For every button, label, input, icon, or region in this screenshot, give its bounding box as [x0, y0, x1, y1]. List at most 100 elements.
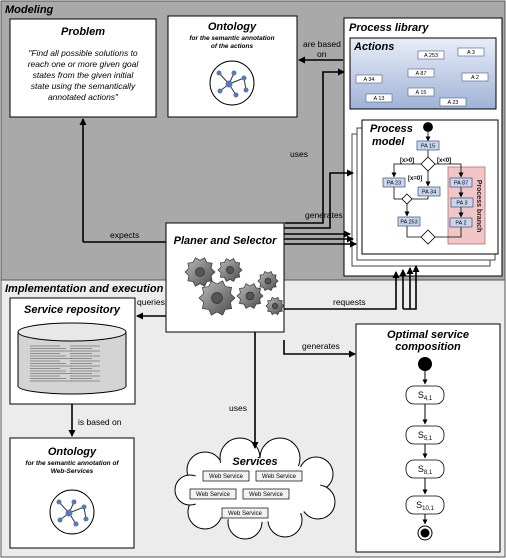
process-activity: PA 23	[382, 177, 406, 188]
gears-icon	[184, 257, 285, 316]
action-item: A 2	[461, 72, 489, 82]
label-is-based-on: is based on	[78, 417, 122, 427]
activity-label: PA 23	[387, 181, 401, 187]
label-queries: queries	[137, 297, 165, 307]
process-model-title-2: model	[372, 136, 405, 148]
label-uses-top: uses	[290, 149, 308, 159]
condition-eq-label: [x=0]	[408, 176, 422, 182]
process-library-title: Process library	[349, 22, 429, 34]
problem-line-5: annotated actions"	[48, 92, 119, 102]
problem-line-2: reach one or more given goal	[28, 59, 140, 69]
condition-lt-label: [x<0]	[437, 158, 451, 164]
ontology-bottom-box: Ontology for the semantic annotation of …	[9, 437, 135, 549]
web-service-label: Web Service	[196, 492, 231, 498]
ontology-top-box: Ontology for the semantic annotation of …	[167, 15, 298, 118]
modeling-section-title: Modeling	[5, 4, 54, 16]
label-requests: requests	[333, 297, 366, 307]
composition-step: S4,1	[405, 385, 445, 405]
ontology-top-title: Ontology	[208, 21, 257, 33]
action-item: A 23	[439, 97, 467, 107]
ontology-top-subtitle-2: of the actions	[211, 43, 254, 50]
service-repository-box: Service repository	[9, 297, 136, 405]
action-label: A 2	[471, 75, 479, 81]
activity-label: PA 87	[454, 181, 468, 187]
composition-step: S10,1	[405, 495, 445, 515]
web-service-item: Web Service	[202, 470, 250, 482]
web-service-item: Web Service	[189, 488, 237, 500]
action-item: A 15	[407, 87, 435, 97]
label-uses-bottom: uses	[229, 403, 247, 413]
composition-box: Optimal service composition S4,1S5,1S8,1…	[355, 323, 501, 553]
action-label: A 15	[415, 90, 426, 96]
process-activity: PA 3	[450, 197, 474, 208]
activity-label: PA 15	[421, 144, 435, 150]
database-icon	[17, 322, 127, 395]
problem-line-4: state using the semantically	[31, 81, 136, 91]
ontology-network-icon	[209, 60, 255, 106]
action-label: A 23	[447, 100, 458, 106]
activity-label: PA 3	[456, 201, 467, 207]
action-item: A 34	[355, 74, 383, 84]
gear-icon	[184, 257, 216, 287]
implementation-section-title: Implementation and execution	[5, 283, 164, 295]
activity-label: PA 34	[422, 190, 436, 196]
action-item: A 253	[417, 50, 445, 60]
gear-icon	[217, 258, 243, 282]
process-activity: PA 253	[397, 216, 421, 227]
action-label: A 253	[424, 53, 438, 59]
ontology-bottom-subtitle: for the semantic annotation of	[25, 460, 119, 467]
process-activity: PA 2	[449, 217, 473, 228]
composition-end-node	[417, 525, 433, 541]
planner-selector-box: Planer and Selector	[165, 222, 285, 333]
process-model-title-1: Process	[370, 123, 413, 135]
web-service-item: Web Service	[255, 470, 303, 482]
composition-title-2: composition	[395, 341, 461, 353]
gear-icon	[198, 280, 236, 316]
ontology-top-subtitle: for the semantic annotation	[189, 35, 274, 42]
process-model-stack: Process model Process branch PA 15 PA 23 P…	[351, 119, 499, 267]
process-activity: PA 87	[449, 177, 473, 188]
problem-line-3: states from the given initial	[33, 70, 135, 80]
condition-gt-label: [x>0]	[400, 158, 414, 164]
action-item: A 13	[365, 93, 393, 103]
label-generates-top: generates	[305, 210, 343, 220]
web-service-label: Web Service	[249, 492, 284, 498]
planner-title: Planer and Selector	[174, 235, 277, 247]
activity-label: PA 2	[455, 221, 466, 227]
action-label: A 34	[363, 77, 374, 83]
label-generates-bottom: generates	[302, 341, 340, 351]
label-expects: expects	[110, 230, 139, 240]
actions-title: Actions	[353, 41, 394, 53]
gear-icon	[257, 271, 279, 291]
ontology-network-icon-bottom	[49, 489, 95, 535]
composition-start-node	[418, 357, 432, 371]
ontology-bottom-subtitle-2: Web-Services	[51, 468, 94, 475]
label-on: on	[317, 49, 327, 59]
web-service-item: Web Service	[242, 488, 290, 500]
web-service-label: Web Service	[209, 474, 244, 480]
action-item: A 87	[407, 68, 435, 78]
process-activity: PA 34	[417, 186, 441, 197]
final-merge-node	[420, 229, 436, 245]
web-service-label: Web Service	[262, 474, 297, 480]
activity-label: PA 253	[400, 220, 417, 226]
edges	[68, 56, 420, 449]
problem-line-1: "Find all possible solutions to	[28, 48, 138, 58]
web-service-label: Web Service	[228, 511, 263, 517]
ontology-bottom-title: Ontology	[48, 446, 97, 458]
label-are-based: are based	[303, 39, 341, 49]
web-service-item: Web Service	[221, 507, 269, 519]
problem-title: Problem	[61, 26, 105, 38]
action-item: A 3	[457, 47, 485, 57]
gear-icon	[265, 296, 285, 316]
composition-step: S5,1	[405, 425, 445, 445]
process-activity: PA 15	[416, 140, 440, 151]
service-repository-title: Service repository	[24, 304, 121, 316]
services-title: Services	[232, 456, 277, 468]
action-label: A 87	[415, 71, 426, 77]
action-label: A 3	[467, 50, 475, 56]
process-branch-label: Process branch	[475, 180, 482, 233]
gear-icon	[236, 283, 264, 309]
